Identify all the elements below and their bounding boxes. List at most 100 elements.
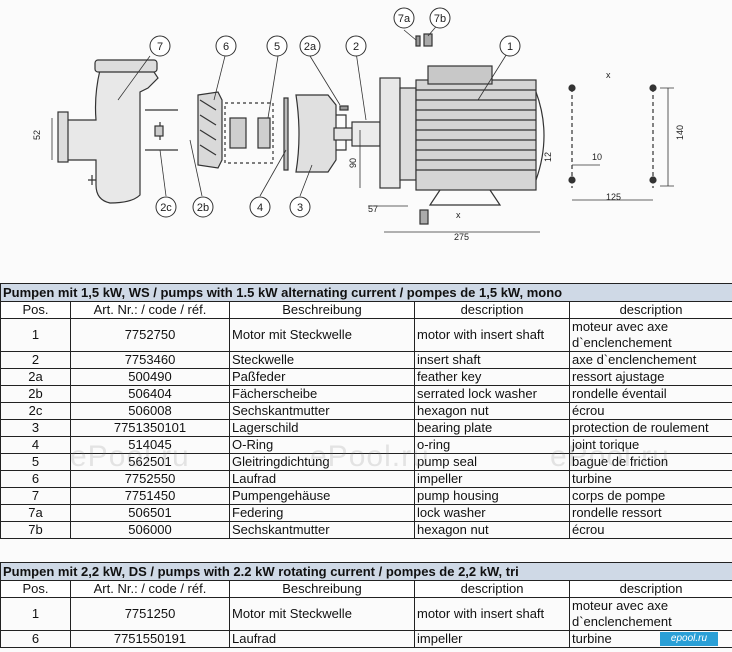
header-art-nr: Art. Nr.: / code / réf. — [70, 580, 230, 598]
cell-beschreibung: Pumpengehäuse — [229, 487, 415, 505]
callout-6 — [215, 35, 237, 57]
callout-4 — [249, 196, 271, 218]
cell-pos: 1 — [0, 318, 71, 352]
cell-art-nr: 7753460 — [70, 351, 230, 369]
dim-x-bottom: x — [456, 210, 461, 220]
table-title: Pumpen mit 1,5 kW, WS / pumps with 1.5 k… — [0, 283, 732, 302]
header-pos: Pos. — [0, 301, 71, 319]
callout-7a — [393, 7, 415, 29]
parts-table-1-5kw: Pumpen mit 1,5 kW, WS / pumps with 1.5 k… — [0, 283, 732, 539]
cell-beschreibung: Lagerschild — [229, 419, 415, 437]
callout-7a-label: 7a — [398, 13, 411, 25]
cell-art-nr: 514045 — [70, 436, 230, 454]
cell-beschreibung: O-Ring — [229, 436, 415, 454]
cell-description-fr: bague de friction — [568, 453, 732, 471]
dim-125: 125 — [606, 192, 621, 202]
header-description-fr: description — [568, 580, 732, 598]
cell-description-en: insert shaft — [414, 351, 570, 369]
callout-5-label: 5 — [274, 41, 280, 53]
cell-description-en: pump housing — [414, 487, 570, 505]
cell-art-nr: 7751250 — [70, 597, 230, 631]
callout-2-label: 2 — [353, 41, 359, 53]
cell-pos: 7a — [0, 504, 71, 522]
cell-description-fr: rondelle ressort — [568, 504, 732, 522]
cell-description-en: hexagon nut — [414, 521, 570, 539]
cell-art-nr: 7751350101 — [70, 419, 230, 437]
cell-pos: 2c — [0, 402, 71, 420]
cell-description-en: feather key — [414, 368, 570, 386]
cell-description-en: motor with insert shaft — [414, 597, 570, 631]
cell-pos: 3 — [0, 419, 71, 437]
table-title: Pumpen mit 2,2 kW, DS / pumps with 2.2 k… — [0, 562, 732, 581]
cell-description-en: hexagon nut — [414, 402, 570, 420]
pump-seal-drawing — [224, 102, 274, 164]
cell-pos: 6 — [0, 630, 71, 648]
cell-art-nr: 562501 — [70, 453, 230, 471]
cell-beschreibung: Steckwelle — [229, 351, 415, 369]
callout-2c-label: 2c — [160, 202, 172, 214]
cell-pos: 7 — [0, 487, 71, 505]
dim-90: 90 — [348, 158, 358, 168]
pump-housing-drawing — [57, 59, 178, 204]
cell-art-nr: 7751450 — [70, 487, 230, 505]
cell-description-fr: moteur avec axe d`enclenchement — [568, 597, 732, 631]
table-header-row: Pos. Art. Nr.: / code / réf. Beschreibun… — [0, 580, 732, 598]
o-ring-drawing — [283, 97, 289, 171]
callout-2a — [299, 35, 321, 57]
foot-layout-drawing — [568, 84, 674, 201]
motor-drawing — [379, 65, 545, 206]
cell-art-nr: 500490 — [70, 368, 230, 386]
dim-10: 10 — [592, 152, 602, 162]
cell-pos: 7b — [0, 521, 71, 539]
cell-pos: 5 — [0, 453, 71, 471]
table-header-row: Pos. Art. Nr.: / code / réf. Beschreibun… — [0, 301, 732, 319]
insert-shaft-drawing — [333, 121, 381, 147]
cell-beschreibung: Sechskantmutter — [229, 402, 415, 420]
cell-description-en: lock washer — [414, 504, 570, 522]
cell-description-fr: écrou — [568, 521, 732, 539]
cell-description-en: impeller — [414, 630, 570, 648]
cell-description-fr: joint torique — [568, 436, 732, 454]
cell-beschreibung: Federing — [229, 504, 415, 522]
cell-pos: 2a — [0, 368, 71, 386]
cell-description-en: impeller — [414, 470, 570, 488]
dim-275: 275 — [454, 232, 469, 242]
cell-description-fr: axe d`enclenchement — [568, 351, 732, 369]
cell-description-fr: rondelle éventail — [568, 385, 732, 403]
cell-beschreibung: Fächerscheibe — [229, 385, 415, 403]
cell-pos: 1 — [0, 597, 71, 631]
cell-description-fr: protection de roulement — [568, 419, 732, 437]
cell-pos: 2b — [0, 385, 71, 403]
header-beschreibung: Beschreibung — [229, 301, 415, 319]
callout-1 — [499, 35, 521, 57]
cell-art-nr: 506404 — [70, 385, 230, 403]
header-description-en: description — [414, 301, 570, 319]
callout-7 — [149, 35, 171, 57]
cell-description-en: motor with insert shaft — [414, 318, 570, 352]
cell-beschreibung: Laufrad — [229, 630, 415, 648]
cell-art-nr: 506008 — [70, 402, 230, 420]
dim-12: 12 — [543, 152, 553, 162]
cell-description-fr: ressort ajustage — [568, 368, 732, 386]
cell-art-nr: 506000 — [70, 521, 230, 539]
dim-x-top: x — [606, 70, 611, 80]
cell-art-nr: 7752750 — [70, 318, 230, 352]
cell-pos: 2 — [0, 351, 71, 369]
header-art-nr: Art. Nr.: / code / réf. — [70, 301, 230, 319]
dim-140: 140 — [675, 125, 685, 140]
cell-beschreibung: Paßfeder — [229, 368, 415, 386]
cell-art-nr: 7752550 — [70, 470, 230, 488]
cell-description-fr: écrou — [568, 402, 732, 420]
cell-beschreibung: Laufrad — [229, 470, 415, 488]
cell-description-en: serrated lock washer — [414, 385, 570, 403]
callout-3 — [289, 196, 311, 218]
cell-art-nr: 506501 — [70, 504, 230, 522]
cell-beschreibung: Sechskantmutter — [229, 521, 415, 539]
cell-description-en: pump seal — [414, 453, 570, 471]
